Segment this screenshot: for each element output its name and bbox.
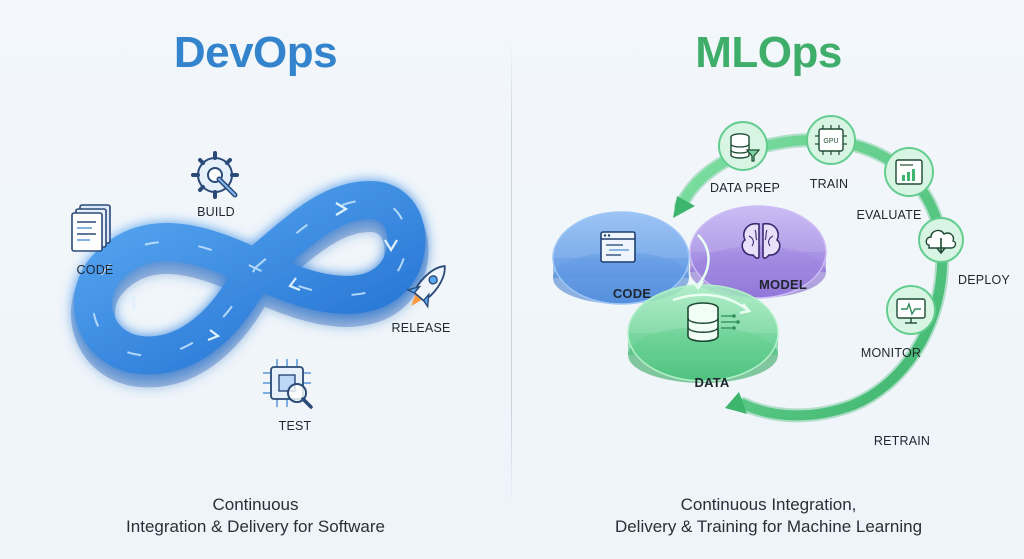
monitor-pulse-icon (886, 285, 936, 335)
deploy-cloud-icon (918, 217, 964, 263)
mlops-panel: MLOps (513, 0, 1024, 559)
code-window-icon (600, 231, 636, 263)
circle-label-code: CODE (612, 286, 652, 301)
circle-label-data: DATA (694, 375, 730, 390)
infinity-loop (71, 181, 429, 388)
stage-label-retrain: RETRAIN (873, 434, 931, 448)
code-disk (552, 211, 690, 305)
mlops-subtitle-line2: Delivery & Training for Machine Learning (614, 517, 923, 536)
gpu-chip-text: GPU (823, 138, 838, 145)
chip-magnifier-icon (263, 359, 313, 409)
stage-label-data-prep: DATA PREP (709, 181, 781, 195)
mlops-cycle-diagram: GPU (552, 115, 964, 423)
mlops-subtitle-line1: Continuous Integration, (680, 495, 857, 514)
mlops-title: MLOps (695, 28, 842, 77)
devops-subtitle-line1: Continuous (212, 495, 299, 514)
devops-title: DevOps (173, 28, 338, 77)
devops-subtitle: Continuous Integration & Delivery for So… (0, 494, 511, 538)
devops-infinity-diagram (71, 151, 446, 409)
stage-label-build: BUILD (197, 205, 235, 219)
gear-wrench-icon (191, 151, 239, 199)
loop-direction-arrows (123, 202, 398, 342)
data-prep-icon (718, 121, 768, 171)
devops-subtitle-line2: Integration & Delivery for Software (126, 517, 385, 536)
gpu-chip-icon: GPU (806, 115, 856, 165)
stage-label-test: TEST (278, 419, 312, 433)
panel-divider (511, 40, 512, 510)
devops-panel: DevOps (0, 0, 511, 559)
brain-icon (741, 222, 781, 259)
code-document-icon (71, 204, 111, 252)
stage-label-code: CODE (76, 263, 114, 277)
stage-label-evaluate: EVALUATE (856, 208, 922, 222)
venn-flow-arrows (672, 234, 752, 315)
stage-label-deploy: DEPLOY (958, 273, 1010, 287)
stage-label-train: TRAIN (809, 177, 849, 191)
mlops-subtitle: Continuous Integration, Delivery & Train… (513, 494, 1024, 538)
database-icon (687, 302, 740, 343)
model-disk (689, 205, 827, 299)
stage-label-monitor: MONITOR (860, 346, 922, 360)
evaluate-chart-icon (884, 147, 934, 197)
rocket-icon (405, 265, 446, 309)
venn-disks (552, 205, 827, 383)
stage-label-release: RELEASE (391, 321, 451, 335)
circle-label-model: MODEL (759, 277, 807, 292)
